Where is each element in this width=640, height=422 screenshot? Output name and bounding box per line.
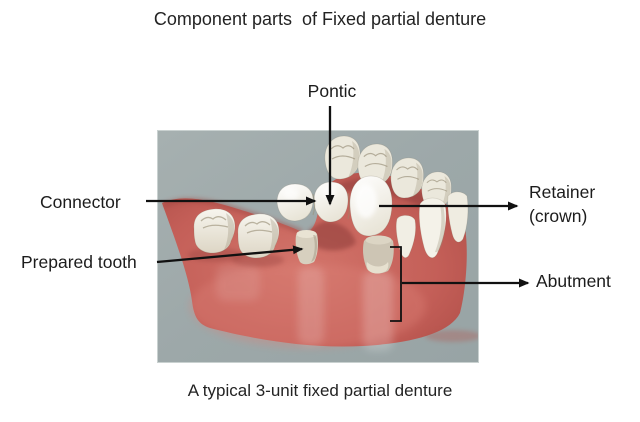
connector-label: Connector	[40, 192, 121, 212]
prepared-tooth-label: Prepared tooth	[21, 252, 137, 272]
prepared-tooth-stub	[295, 230, 318, 265]
denture-model-photo	[157, 130, 479, 363]
figure-caption: A typical 3-unit fixed partial denture	[187, 381, 453, 400]
pontic-label: Pontic	[307, 81, 357, 101]
abutment-tooth-stub	[363, 235, 394, 274]
right-anterior-teeth	[395, 191, 469, 259]
page-title: Component parts of Fixed partial denture	[153, 9, 487, 29]
retainer-label: Retainer (crown)	[529, 180, 595, 228]
retainer-label-line2: (crown)	[529, 206, 588, 226]
abutment-label: Abutment	[536, 271, 611, 291]
left-molars	[193, 208, 280, 259]
retainer-label-line1: Retainer	[529, 182, 596, 202]
denture-model-illustration	[158, 131, 478, 362]
three-unit-bridge	[276, 175, 393, 237]
